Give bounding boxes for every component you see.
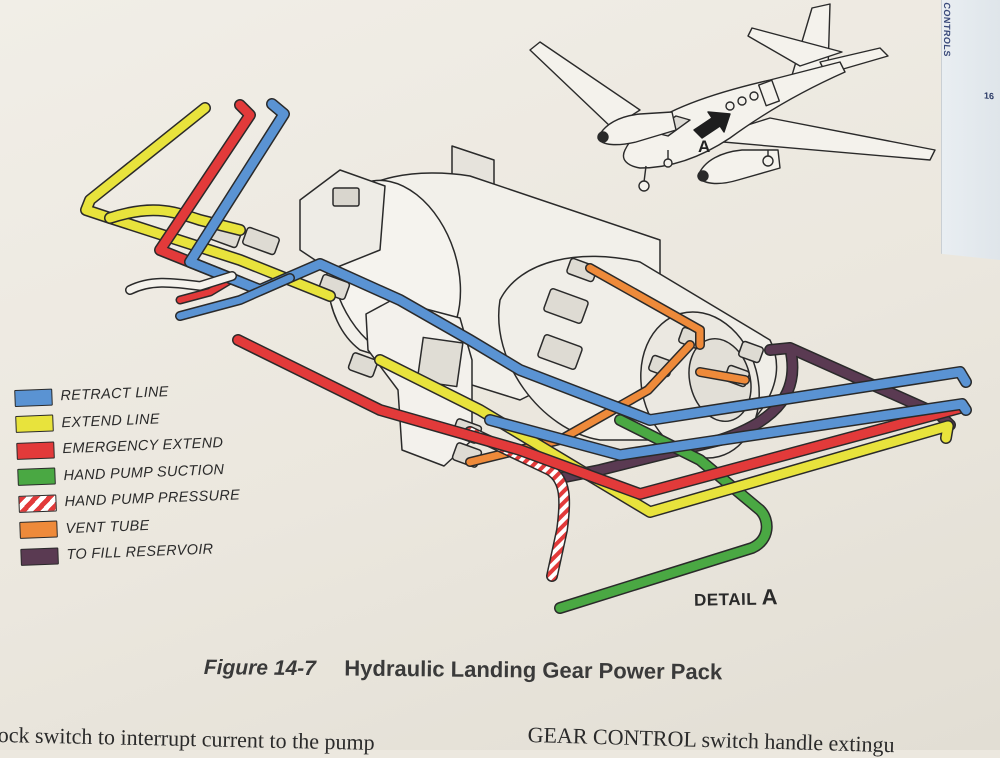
extend-branch — [105, 205, 245, 235]
detail-arrow-icon — [693, 111, 731, 139]
airplane-nose-gear — [643, 165, 647, 183]
airplane-nose-wheel — [638, 180, 650, 192]
airplane-left-spinner — [597, 131, 609, 143]
figure-title: Hydraulic Landing Gear Power Pack — [344, 655, 723, 685]
airplane-left-stabilizer — [747, 27, 843, 67]
emergency-stub — [177, 277, 233, 303]
fitting — [537, 333, 583, 371]
view-marker: A — [698, 137, 711, 156]
legend-swatch — [20, 547, 59, 566]
fitting — [543, 287, 589, 325]
airplane-main-wheel-right — [762, 155, 774, 167]
airplane-window — [749, 91, 759, 101]
retract-return — [485, 399, 971, 460]
legend-label: VENT TUBE — [65, 517, 150, 537]
figure-number: Figure 14-7 — [203, 655, 317, 681]
airplane-left-nacelle — [597, 111, 677, 146]
valve-body — [299, 169, 386, 271]
fitting — [738, 340, 764, 364]
legend-swatch — [14, 388, 53, 407]
legend-label: HAND PUMP SUCTION — [63, 461, 225, 484]
legend-swatch — [16, 441, 55, 460]
detail-letter: A — [761, 584, 778, 610]
retract-branch — [176, 274, 294, 320]
airplane-main-wheel-left — [663, 158, 673, 168]
fitting — [347, 352, 379, 378]
pump-assembly — [204, 145, 778, 468]
airplane-left-wing — [529, 41, 641, 129]
airplane-right-spinner — [697, 170, 709, 182]
hydraulic-lines — [80, 98, 972, 614]
drain-line — [126, 272, 236, 294]
retract-line — [185, 99, 971, 425]
fitting — [242, 226, 280, 256]
legend-label: HAND PUMP PRESSURE — [64, 487, 241, 511]
legend-label: RETRACT LINE — [60, 384, 170, 405]
airplane-door — [757, 79, 781, 107]
legend-label: TO FILL RESERVOIR — [66, 541, 214, 564]
airplane-window — [725, 101, 735, 111]
legend-swatch — [17, 467, 56, 487]
suction-line — [555, 415, 772, 613]
extend-line — [81, 103, 953, 517]
legend-swatch — [18, 494, 57, 513]
detail-label: DETAIL A — [694, 584, 778, 611]
detail-word: DETAIL — [693, 589, 758, 610]
airplane-window — [737, 96, 747, 106]
legend-label: EXTEND LINE — [61, 411, 161, 431]
figure-caption: Figure 14-7 Hydraulic Landing Gear Power… — [204, 654, 723, 685]
airplane-illustration — [529, 3, 936, 192]
legend-label: EMERGENCY EXTEND — [62, 435, 224, 458]
airplane-fuselage — [622, 61, 846, 169]
pressure-line — [465, 427, 569, 581]
airplane-right-nacelle — [697, 149, 781, 185]
legend-swatch — [19, 520, 58, 540]
pressure-switch — [332, 187, 360, 207]
legend-swatch — [15, 414, 54, 434]
line-legend: RETRACT LINE EXTEND LINE EMERGENCY EXTEN… — [14, 375, 291, 571]
